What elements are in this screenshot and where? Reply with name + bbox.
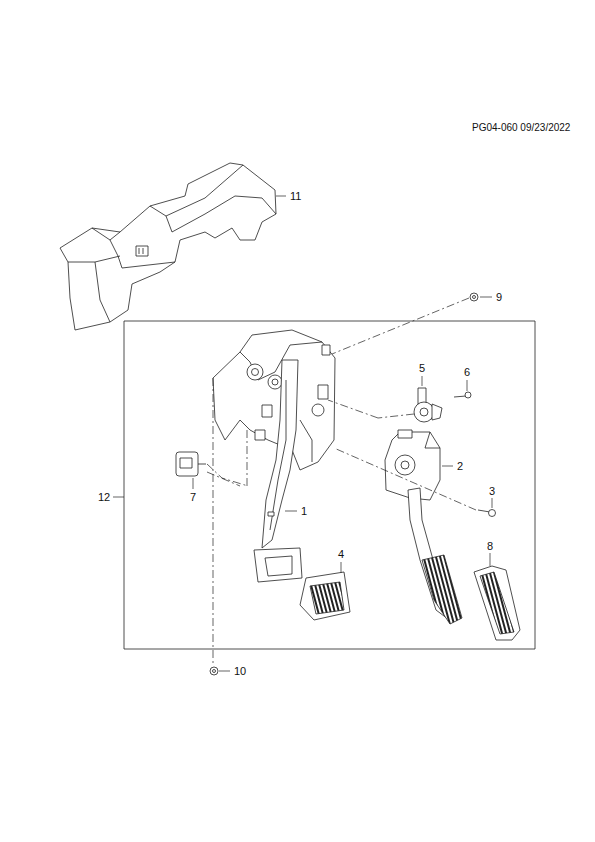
drawing-code: PG04-060 09/23/2022	[471, 121, 571, 134]
sensor-screw	[454, 392, 471, 398]
callout-number: 4	[337, 548, 345, 561]
callout-number: 8	[486, 540, 494, 553]
position-sensor	[414, 388, 442, 422]
callout-number: 1	[300, 505, 308, 518]
brake-pedal-assembly	[213, 330, 335, 582]
callout-number: 6	[463, 366, 471, 379]
callout-number: 12	[97, 491, 111, 504]
brake-pedal-pad	[300, 572, 350, 620]
accelerator-pedal-pad	[474, 566, 520, 640]
callout-number: 7	[189, 491, 197, 504]
callout-number: 2	[456, 460, 464, 473]
assembly-lines	[207, 298, 476, 666]
callout-number: 5	[418, 362, 426, 375]
assembly-frame	[124, 321, 535, 649]
callout-number: 11	[289, 190, 302, 203]
nut	[210, 667, 218, 675]
stop-lamp-switch	[176, 452, 206, 476]
nut	[470, 293, 478, 301]
callout-number: 9	[495, 291, 503, 304]
leader-lines	[113, 196, 492, 671]
callout-number: 10	[233, 665, 247, 678]
pedal-bolt	[478, 510, 496, 517]
callout-number: 3	[488, 485, 496, 498]
accelerator-pedal-module	[385, 430, 462, 624]
dash-insulator	[60, 163, 276, 330]
